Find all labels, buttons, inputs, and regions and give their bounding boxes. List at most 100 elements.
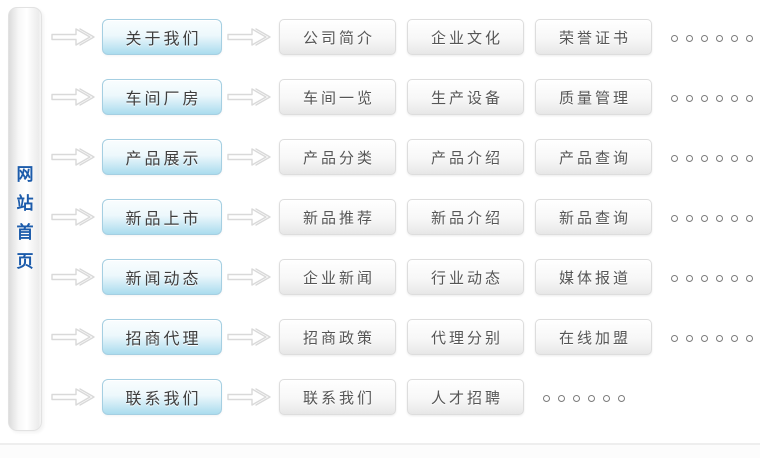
more-dots xyxy=(671,154,753,162)
dot-icon xyxy=(746,334,753,342)
dot-icon xyxy=(671,94,678,102)
primary-nav-button[interactable]: 产品展示 xyxy=(102,139,222,175)
dot-icon xyxy=(671,274,678,282)
dot-icon xyxy=(716,214,723,222)
sitemap-row: 新闻动态 企业新闻行业动态媒体报道 xyxy=(46,247,760,307)
flow-arrow-icon xyxy=(227,388,271,406)
dot-icon xyxy=(701,34,708,42)
secondary-nav-button[interactable]: 媒体报道 xyxy=(535,259,652,295)
dot-icon xyxy=(746,214,753,222)
dot-icon xyxy=(686,334,693,342)
dot-icon xyxy=(731,154,738,162)
primary-nav-button[interactable]: 车间厂房 xyxy=(102,79,222,115)
dot-icon xyxy=(731,94,738,102)
dot-icon xyxy=(731,334,738,342)
dot-icon xyxy=(716,334,723,342)
secondary-nav-button[interactable]: 产品分类 xyxy=(279,139,396,175)
secondary-nav-button[interactable]: 车间一览 xyxy=(279,79,396,115)
dot-icon xyxy=(686,94,693,102)
dot-icon xyxy=(603,394,610,402)
flow-arrow-icon xyxy=(227,88,271,106)
secondary-buttons: 联系我们人才招聘 xyxy=(279,379,535,415)
dot-icon xyxy=(618,394,625,402)
dot-icon xyxy=(716,154,723,162)
sitemap-row: 新品上市 新品推荐新品介绍新品查询 xyxy=(46,187,760,247)
sidebar-home-char: 站 xyxy=(16,194,34,214)
secondary-buttons: 车间一览生产设备质量管理 xyxy=(279,79,663,115)
dot-icon xyxy=(701,94,708,102)
sidebar-home-char: 网 xyxy=(16,165,34,185)
secondary-nav-button[interactable]: 行业动态 xyxy=(407,259,524,295)
secondary-nav-button[interactable]: 新品查询 xyxy=(535,199,652,235)
secondary-nav-button[interactable]: 产品介绍 xyxy=(407,139,524,175)
footer-strip xyxy=(0,445,760,458)
more-dots xyxy=(671,334,753,342)
secondary-nav-button[interactable]: 企业文化 xyxy=(407,19,524,55)
flow-arrow-icon xyxy=(51,388,95,406)
dot-icon xyxy=(731,274,738,282)
secondary-nav-button[interactable]: 新品介绍 xyxy=(407,199,524,235)
flow-arrow-icon xyxy=(51,208,95,226)
flow-arrow-icon xyxy=(227,268,271,286)
dot-icon xyxy=(671,214,678,222)
primary-nav-button[interactable]: 招商代理 xyxy=(102,319,222,355)
primary-nav-button[interactable]: 关于我们 xyxy=(102,19,222,55)
secondary-nav-button[interactable]: 企业新闻 xyxy=(279,259,396,295)
dot-icon xyxy=(686,214,693,222)
dot-icon xyxy=(701,154,708,162)
secondary-nav-button[interactable]: 公司简介 xyxy=(279,19,396,55)
dot-icon xyxy=(573,394,580,402)
dot-icon xyxy=(701,214,708,222)
bottom-divider xyxy=(0,443,760,445)
flow-arrow-icon xyxy=(51,28,95,46)
flow-arrow-icon xyxy=(51,148,95,166)
more-dots xyxy=(543,394,625,402)
flow-arrow-icon xyxy=(51,328,95,346)
sidebar-home-char: 页 xyxy=(16,252,34,272)
secondary-nav-button[interactable]: 生产设备 xyxy=(407,79,524,115)
dot-icon xyxy=(716,94,723,102)
sidebar-home[interactable]: 网站首页 xyxy=(8,7,42,431)
secondary-buttons: 新品推荐新品介绍新品查询 xyxy=(279,199,663,235)
dot-icon xyxy=(746,94,753,102)
secondary-nav-button[interactable]: 联系我们 xyxy=(279,379,396,415)
secondary-buttons: 招商政策代理分别在线加盟 xyxy=(279,319,663,355)
secondary-nav-button[interactable]: 新品推荐 xyxy=(279,199,396,235)
sitemap-row: 招商代理 招商政策代理分别在线加盟 xyxy=(46,307,760,367)
primary-nav-button[interactable]: 联系我们 xyxy=(102,379,222,415)
flow-arrow-icon xyxy=(51,88,95,106)
secondary-nav-button[interactable]: 代理分别 xyxy=(407,319,524,355)
secondary-nav-button[interactable]: 产品查询 xyxy=(535,139,652,175)
more-dots xyxy=(671,34,753,42)
flow-arrow-icon xyxy=(227,28,271,46)
sitemap-row: 车间厂房 车间一览生产设备质量管理 xyxy=(46,67,760,127)
more-dots xyxy=(671,94,753,102)
dot-icon xyxy=(716,34,723,42)
dot-icon xyxy=(671,154,678,162)
primary-nav-button[interactable]: 新品上市 xyxy=(102,199,222,235)
sitemap-row: 联系我们 联系我们人才招聘 xyxy=(46,367,760,427)
primary-nav-button[interactable]: 新闻动态 xyxy=(102,259,222,295)
secondary-buttons: 产品分类产品介绍产品查询 xyxy=(279,139,663,175)
secondary-nav-button[interactable]: 在线加盟 xyxy=(535,319,652,355)
more-dots xyxy=(671,274,753,282)
dot-icon xyxy=(716,274,723,282)
dot-icon xyxy=(701,274,708,282)
secondary-nav-button[interactable]: 人才招聘 xyxy=(407,379,524,415)
dot-icon xyxy=(746,154,753,162)
dot-icon xyxy=(686,34,693,42)
dot-icon xyxy=(671,334,678,342)
dot-icon xyxy=(686,154,693,162)
flow-arrow-icon xyxy=(227,328,271,346)
dot-icon xyxy=(731,34,738,42)
flow-arrow-icon xyxy=(227,208,271,226)
secondary-buttons: 公司简介企业文化荣誉证书 xyxy=(279,19,663,55)
secondary-nav-button[interactable]: 质量管理 xyxy=(535,79,652,115)
secondary-nav-button[interactable]: 荣誉证书 xyxy=(535,19,652,55)
secondary-nav-button[interactable]: 招商政策 xyxy=(279,319,396,355)
more-dots xyxy=(671,214,753,222)
dot-icon xyxy=(686,274,693,282)
sitemap-row: 产品展示 产品分类产品介绍产品查询 xyxy=(46,127,760,187)
secondary-buttons: 企业新闻行业动态媒体报道 xyxy=(279,259,663,295)
